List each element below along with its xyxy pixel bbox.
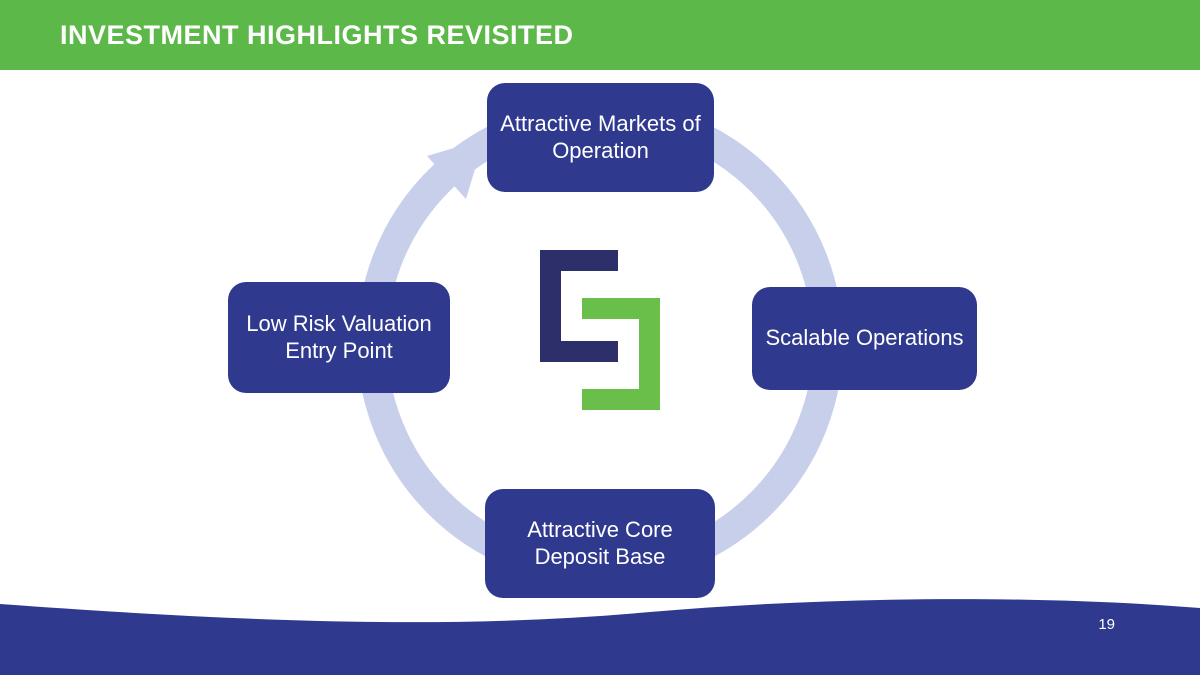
node-label: Attractive Core Deposit Base — [527, 516, 673, 569]
node-core-deposit-base: Attractive Core Deposit Base — [485, 489, 715, 598]
page-number: 19 — [1098, 616, 1115, 633]
footer-wave-shape — [0, 599, 1200, 675]
node-attractive-markets: Attractive Markets of Operation — [487, 83, 714, 192]
header-bar: INVESTMENT HIGHLIGHTS REVISITED — [0, 0, 1200, 70]
page-title: INVESTMENT HIGHLIGHTS REVISITED — [60, 19, 574, 50]
logo-green-bracket-icon — [582, 298, 660, 410]
logo-navy-bracket-icon — [540, 250, 618, 362]
node-label: Attractive Markets of Operation — [500, 110, 701, 163]
company-logo — [540, 250, 660, 410]
node-label: Low Risk Valuation Entry Point — [246, 310, 432, 363]
cycle-arrow-icon — [427, 139, 484, 199]
node-low-risk-valuation: Low Risk Valuation Entry Point — [228, 282, 450, 393]
node-scalable-operations: Scalable Operations — [752, 287, 977, 390]
footer-wave — [0, 599, 1200, 675]
node-label: Scalable Operations — [765, 325, 964, 351]
